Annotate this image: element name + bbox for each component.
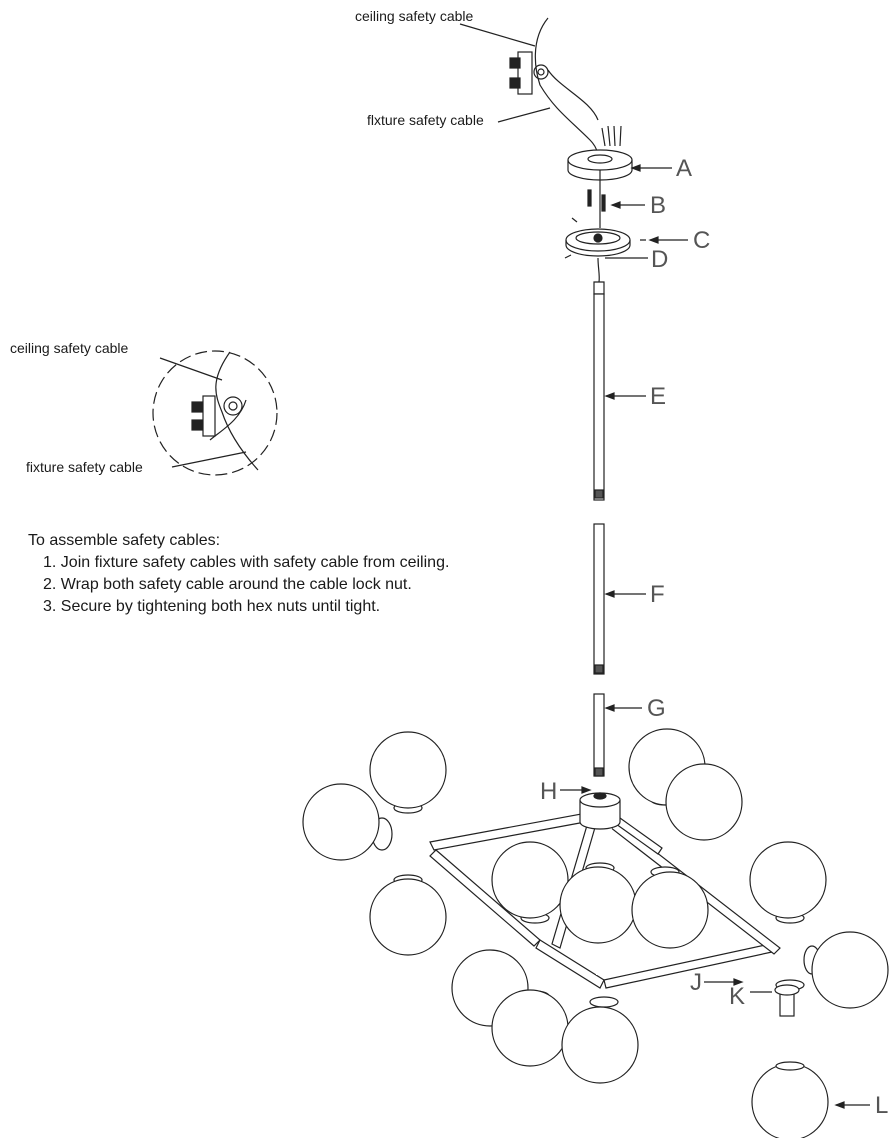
part-label-l: L — [875, 1092, 889, 1119]
chandelier-body — [302, 728, 889, 1084]
rod-part-f — [593, 523, 605, 675]
screws-part-b — [587, 189, 606, 212]
part-label-k: K — [729, 983, 746, 1010]
label-ceiling-safety-cable: ceiling safety cable — [355, 8, 474, 24]
label-detail-fixture-safety-cable: fixture safety cable — [26, 459, 143, 475]
label-detail-ceiling-safety-cable: ceiling safety cable — [10, 340, 129, 356]
part-label-h: H — [540, 778, 558, 805]
globe-part-l — [751, 1061, 829, 1138]
part-label-c: C — [693, 227, 711, 254]
safety-cable-detail-circle — [152, 350, 278, 476]
instruction-step-1: 1. Join fixture safety cables with safet… — [43, 554, 450, 571]
instructions-heading: To assemble safety cables: — [28, 532, 221, 549]
canopy-part-a — [567, 125, 633, 228]
rod-part-e — [593, 293, 605, 501]
leader-detail-fixture — [171, 451, 247, 468]
leader-fixture-cable-top — [497, 107, 551, 123]
label-fixture-safety-cable-top: flxture safety cable — [367, 112, 484, 128]
safety-cable-instructions: To assemble safety cables: 1. Join fixtu… — [28, 530, 449, 618]
part-label-e: E — [650, 383, 667, 410]
mounting-plate-part-c — [564, 217, 646, 259]
part-label-j: J — [690, 969, 702, 996]
part-label-b: B — [650, 192, 667, 219]
part-label-f: F — [650, 581, 665, 608]
rod-part-g — [593, 693, 605, 777]
leader-ceiling-cable — [459, 23, 536, 47]
part-label-d: D — [651, 246, 669, 273]
top-safety-cable-assembly — [509, 17, 599, 166]
leader-detail-ceiling — [159, 357, 223, 381]
part-label-g: G — [647, 695, 666, 722]
part-label-a: A — [676, 155, 693, 182]
instruction-step-2: 2. Wrap both safety cable around the cab… — [43, 576, 412, 593]
instruction-step-3: 3. Secure by tightening both hex nuts un… — [43, 598, 381, 615]
